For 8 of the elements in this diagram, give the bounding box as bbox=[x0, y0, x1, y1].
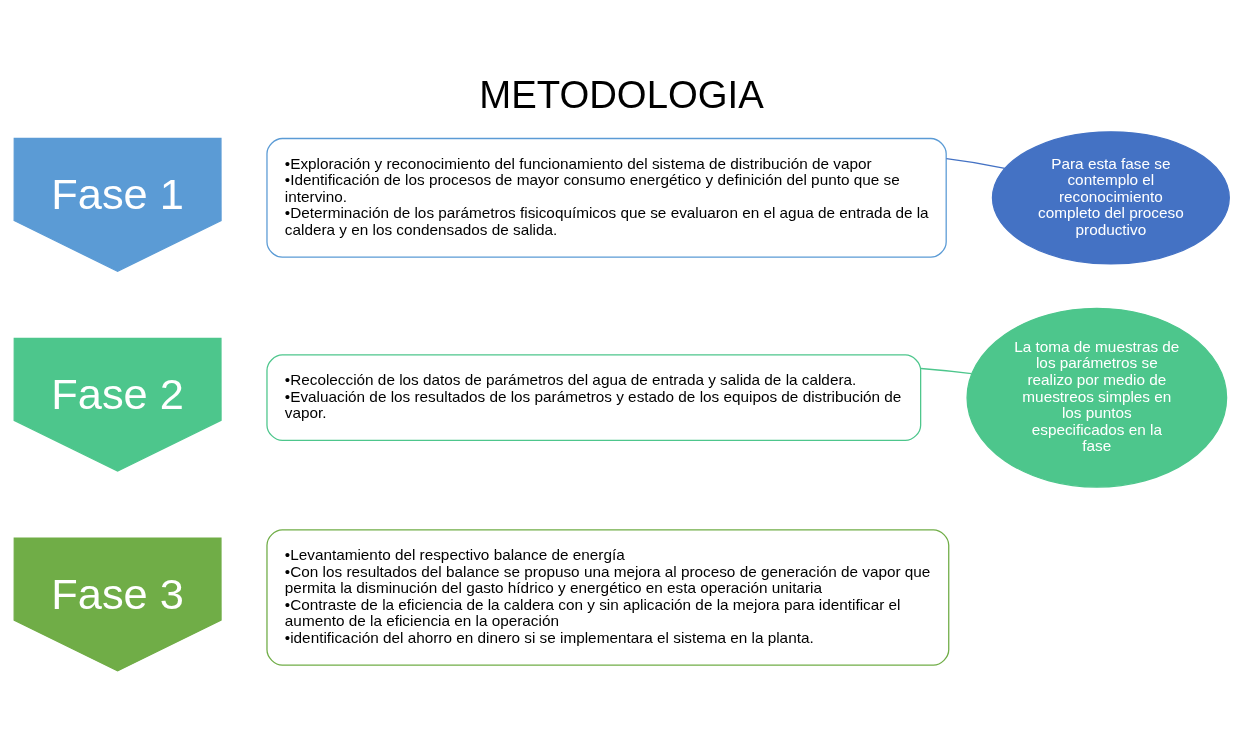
node-box: •Exploración y reconocimiento del funcionamiento del sistema de distribución de vapor •Identificación de los procesos de mayor consumo energético y definición del punto que se intervino. •Determinación de los parámetros fisicoquímicos que se evaluaron en el agua de entrada de la caldera y en los condensados de salida. bbox=[266, 137, 947, 258]
node-box: •Levantamiento del respectivo balance de energía •Con los resultados del balance se propuso una mejora al proceso de generación de vapor que permita la disminución del gasto hídrico y energético en esta operación unitaria •Contraste de la eficiencia de la caldera con y sin aplicación de la mejora para identificar el aumento de la eficiencia en la operación •identificación del ahorro en dinero si se implementara el sistema en la planta. bbox=[266, 528, 950, 666]
node-ellipse: Para esta fase se contemplo el reconocimiento completo del proceso productivo bbox=[991, 130, 1230, 265]
node-ellipse: La toma de muestras de los parámetros se realizo por medio de muestreos simples en los puntos especificados en la fase bbox=[966, 307, 1228, 488]
diagram-title: METODOLOGIA bbox=[479, 72, 764, 116]
connector bbox=[945, 157, 1006, 169]
connector bbox=[920, 367, 973, 374]
node-box: •Recolección de los datos de parámetros del agua de entrada y salida de la caldera. •Evaluación de los resultados de los parámetros y estado de los equipos de distribución de vapor. bbox=[266, 353, 922, 441]
